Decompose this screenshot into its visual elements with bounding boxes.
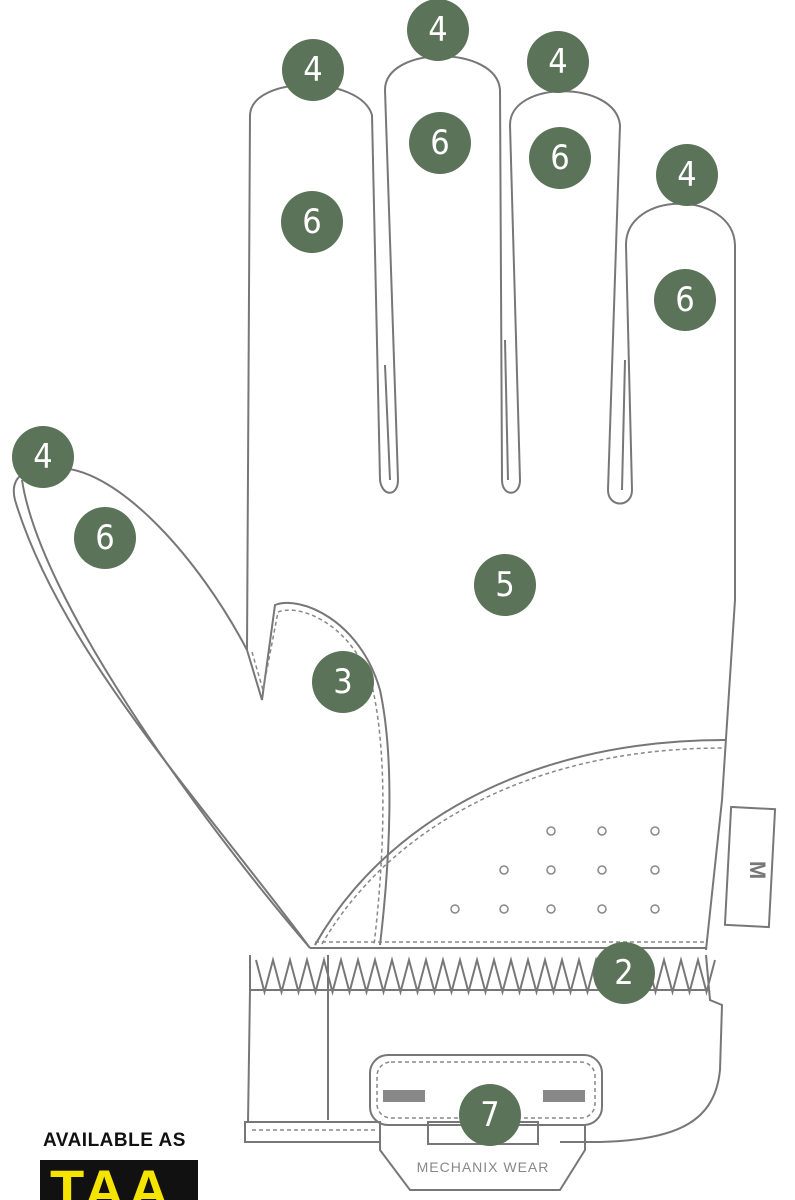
badge-number: 6 bbox=[430, 123, 449, 163]
badge-thumb-crotch: 3 bbox=[312, 651, 374, 713]
badge-number: 4 bbox=[677, 155, 696, 195]
badge-number: 2 bbox=[614, 953, 633, 993]
badge-closure: 7 bbox=[459, 1084, 521, 1146]
badge-circle bbox=[527, 31, 589, 93]
badge-circle bbox=[74, 507, 136, 569]
badge-cuff: 2 bbox=[593, 942, 655, 1004]
badge-number: 4 bbox=[303, 50, 322, 90]
glove-outline bbox=[12, 55, 736, 951]
availability-label: AVAILABLE AS bbox=[43, 1130, 186, 1151]
badge-thumb-tip: 4 bbox=[12, 426, 74, 488]
badge-circle bbox=[409, 112, 471, 174]
badge-circle bbox=[593, 942, 655, 1004]
part-badges: 4 4 4 4 4 6 6 6 6 6 5 3 2 7 bbox=[12, 0, 718, 1146]
badge-number: 5 bbox=[495, 565, 514, 605]
badge-index: 6 bbox=[281, 191, 343, 253]
taa-logo: TAA bbox=[40, 1160, 198, 1200]
badge-number: 6 bbox=[675, 280, 694, 320]
badge-circle bbox=[459, 1084, 521, 1146]
badge-number: 7 bbox=[480, 1095, 499, 1135]
badge-number: 6 bbox=[302, 202, 321, 242]
badge-pinky: 6 bbox=[654, 269, 716, 331]
badge-number: 3 bbox=[333, 662, 352, 702]
badge-ring: 6 bbox=[529, 127, 591, 189]
badge-circle bbox=[656, 144, 718, 206]
badge-circle bbox=[474, 554, 536, 616]
badge-circle bbox=[281, 191, 343, 253]
badge-number: 6 bbox=[95, 518, 114, 558]
closure-brand-text: MECHANIX WEAR bbox=[417, 1159, 550, 1175]
side-label-tag: M bbox=[723, 805, 777, 929]
badge-ring-tip: 4 bbox=[527, 31, 589, 93]
badge-number: 4 bbox=[428, 10, 447, 50]
badge-circle bbox=[12, 426, 74, 488]
badge-number: 4 bbox=[548, 42, 567, 82]
badge-circle bbox=[529, 127, 591, 189]
badge-number: 6 bbox=[550, 138, 569, 178]
badge-pinky-tip: 4 bbox=[656, 144, 718, 206]
badge-circle bbox=[312, 651, 374, 713]
badge-middle: 6 bbox=[409, 112, 471, 174]
badge-circle bbox=[407, 0, 469, 61]
badge-index-tip: 4 bbox=[282, 39, 344, 101]
cuff: MECHANIX WEAR bbox=[244, 954, 724, 1191]
badge-circle bbox=[282, 39, 344, 101]
vent-holes bbox=[450, 826, 660, 914]
badge-number: 4 bbox=[33, 437, 52, 477]
badge-circle bbox=[654, 269, 716, 331]
badge-palm: 5 bbox=[474, 554, 536, 616]
badge-middle-tip: 4 bbox=[407, 0, 469, 61]
svg-text:M: M bbox=[745, 861, 770, 879]
badge-thumb: 6 bbox=[74, 507, 136, 569]
